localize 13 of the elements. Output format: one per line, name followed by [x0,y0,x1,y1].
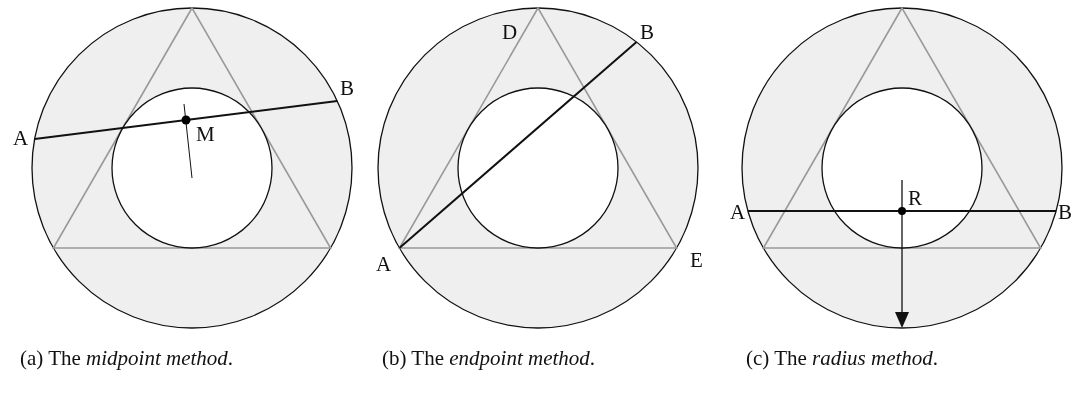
point-label: D [502,22,518,43]
caption: (b) The endpoint method. [382,345,597,372]
point-label: A [376,254,392,275]
point-label: B [640,22,654,43]
caption: (c) The radius method. [746,345,940,372]
caption: (a) The midpoint method. [20,345,235,372]
point-label: A [13,128,29,149]
point-label: A [730,202,746,223]
point-label: R [908,188,922,209]
point-label: M [196,124,215,145]
point-label: B [1058,202,1072,223]
point-label: E [690,250,703,271]
point-label: B [340,78,354,99]
